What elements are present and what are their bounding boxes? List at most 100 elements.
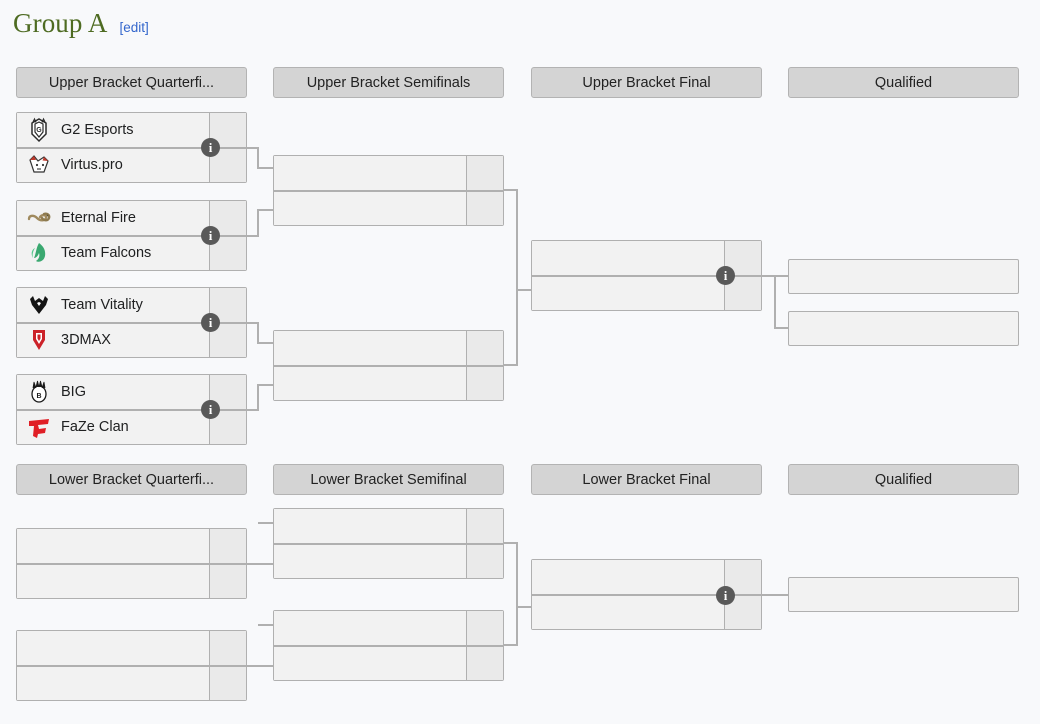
match-lower-qf-2[interactable]: [16, 630, 247, 701]
big-logo: B: [26, 379, 52, 405]
slot-upper-qualified-2[interactable]: [788, 311, 1019, 346]
match-upper-sf-1[interactable]: [273, 155, 504, 226]
team-score: [466, 509, 503, 543]
connector: [257, 384, 259, 411]
team-slot: Eternal Fire: [17, 201, 209, 235]
team-score: [466, 191, 503, 225]
connector: [516, 606, 518, 646]
team-name: Team Vitality: [61, 296, 143, 313]
match-row[interactable]: [274, 644, 503, 680]
match-row[interactable]: [17, 631, 246, 665]
faze-logo: [26, 414, 52, 440]
connector: [502, 189, 518, 191]
edit-link[interactable]: [edit]: [119, 20, 148, 35]
match-row[interactable]: [274, 156, 503, 190]
header-upper-bracket-final[interactable]: Upper Bracket Final: [531, 67, 762, 98]
connector: [258, 522, 275, 524]
connector: [257, 322, 259, 344]
team-name: Team Falcons: [61, 245, 152, 262]
team-slot: 3DMAX: [17, 323, 209, 357]
team-slot: [532, 595, 724, 629]
team-score: [209, 666, 246, 700]
eternalfire-logo: [26, 205, 52, 231]
header-lower-bracket-final[interactable]: Lower Bracket Final: [531, 464, 762, 495]
connector: [774, 327, 790, 329]
match-row[interactable]: [17, 562, 246, 598]
match-row[interactable]: Eternal Fire: [17, 201, 246, 235]
match-upper-sf-2[interactable]: [273, 330, 504, 401]
connector: [760, 275, 776, 277]
match-row[interactable]: Team Vitality: [17, 288, 246, 322]
header-upper-bracket-qualified[interactable]: Qualified: [788, 67, 1019, 98]
connector: [257, 209, 275, 211]
match-row[interactable]: [274, 189, 503, 225]
header-lower-bracket-quarterfinals[interactable]: Lower Bracket Quarterfi...: [16, 464, 247, 495]
match-row[interactable]: [274, 611, 503, 645]
connector: [258, 624, 275, 626]
falcons-logo: [26, 240, 52, 266]
match-row[interactable]: [274, 509, 503, 543]
team-slot: FaZe Clan: [17, 410, 209, 444]
match-info-icon[interactable]: i: [716, 586, 735, 605]
page-title: Group A: [13, 8, 108, 38]
team-score: [466, 646, 503, 680]
match-upper-qf-4[interactable]: B BIG FaZe Clan: [16, 374, 247, 445]
match-row[interactable]: [532, 274, 761, 310]
match-upper-qf-1[interactable]: G G2 Esports Virtus.pro: [16, 112, 247, 183]
match-row[interactable]: B BIG: [17, 375, 246, 409]
match-row[interactable]: [17, 529, 246, 563]
connector: [516, 289, 518, 366]
connector: [245, 322, 259, 324]
team-slot: [17, 564, 209, 598]
match-lower-qf-1[interactable]: [16, 528, 247, 599]
match-row[interactable]: [17, 664, 246, 700]
connector: [245, 235, 259, 237]
team-name: Eternal Fire: [61, 209, 136, 226]
slot-lower-qualified-1[interactable]: [788, 577, 1019, 612]
header-upper-bracket-semifinals[interactable]: Upper Bracket Semifinals: [273, 67, 504, 98]
match-row[interactable]: [532, 593, 761, 629]
match-info-icon[interactable]: i: [201, 313, 220, 332]
match-info-icon[interactable]: i: [201, 226, 220, 245]
match-lower-sf-1[interactable]: [273, 508, 504, 579]
match-info-icon[interactable]: i: [201, 138, 220, 157]
connector: [760, 594, 790, 596]
slot-upper-qualified-1[interactable]: [788, 259, 1019, 294]
match-info-icon[interactable]: i: [201, 400, 220, 419]
team-slot: [274, 544, 466, 578]
match-lower-sf-2[interactable]: [273, 610, 504, 681]
match-row[interactable]: [274, 542, 503, 578]
header-lower-bracket-semifinal[interactable]: Lower Bracket Semifinal: [273, 464, 504, 495]
team-score: [466, 544, 503, 578]
virtuspro-logo: [26, 152, 52, 178]
team-slot: [532, 276, 724, 310]
3dmax-logo: [26, 327, 52, 353]
team-slot: [274, 611, 466, 645]
connector: [257, 342, 275, 344]
match-row[interactable]: G G2 Esports: [17, 113, 246, 147]
team-slot: [274, 509, 466, 543]
match-row[interactable]: [532, 241, 761, 275]
team-slot: Team Vitality: [17, 288, 209, 322]
team-slot: [17, 666, 209, 700]
team-name: G2 Esports: [61, 121, 134, 138]
match-row[interactable]: Virtus.pro: [17, 146, 246, 182]
match-row[interactable]: [274, 364, 503, 400]
team-slot: Team Falcons: [17, 236, 209, 270]
team-score: [209, 564, 246, 598]
team-slot: [17, 631, 209, 665]
team-name: Virtus.pro: [61, 157, 123, 174]
edit-link-label: [edit]: [119, 20, 149, 35]
header-upper-bracket-quarterfinals[interactable]: Upper Bracket Quarterfi...: [16, 67, 247, 98]
connector: [257, 384, 275, 386]
team-slot: [17, 529, 209, 563]
header-lower-bracket-qualified[interactable]: Qualified: [788, 464, 1019, 495]
match-row[interactable]: [274, 331, 503, 365]
team-slot: [532, 241, 724, 275]
match-info-icon[interactable]: i: [716, 266, 735, 285]
match-row[interactable]: [532, 560, 761, 594]
g2-logo: G: [26, 117, 52, 143]
match-row[interactable]: FaZe Clan: [17, 408, 246, 444]
match-row[interactable]: 3DMAX: [17, 321, 246, 357]
match-row[interactable]: Team Falcons: [17, 234, 246, 270]
